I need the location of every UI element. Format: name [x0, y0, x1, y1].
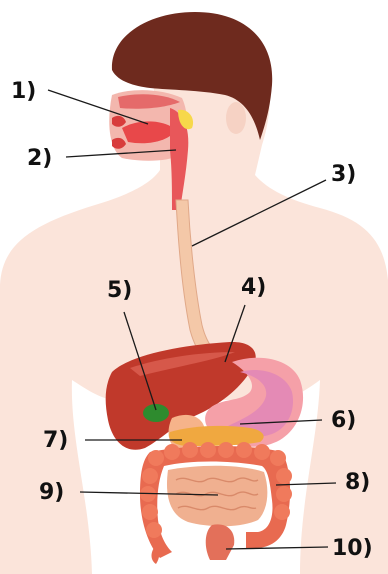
- label-7: 7): [43, 428, 68, 453]
- gallbladder: [143, 404, 169, 422]
- label-4: 4): [241, 275, 266, 300]
- label-2: 2): [27, 146, 52, 171]
- small-intestine: [167, 466, 267, 527]
- label-9: 9): [39, 480, 64, 505]
- label-10: 10): [332, 536, 373, 561]
- appendix: [152, 545, 160, 564]
- label-8: 8): [345, 470, 370, 495]
- ear: [226, 102, 246, 134]
- label-6: 6): [331, 408, 356, 433]
- label-5: 5): [107, 278, 132, 303]
- pancreas: [169, 426, 264, 446]
- label-3: 3): [331, 162, 356, 187]
- rectum: [206, 524, 235, 560]
- label-1: 1): [11, 79, 36, 104]
